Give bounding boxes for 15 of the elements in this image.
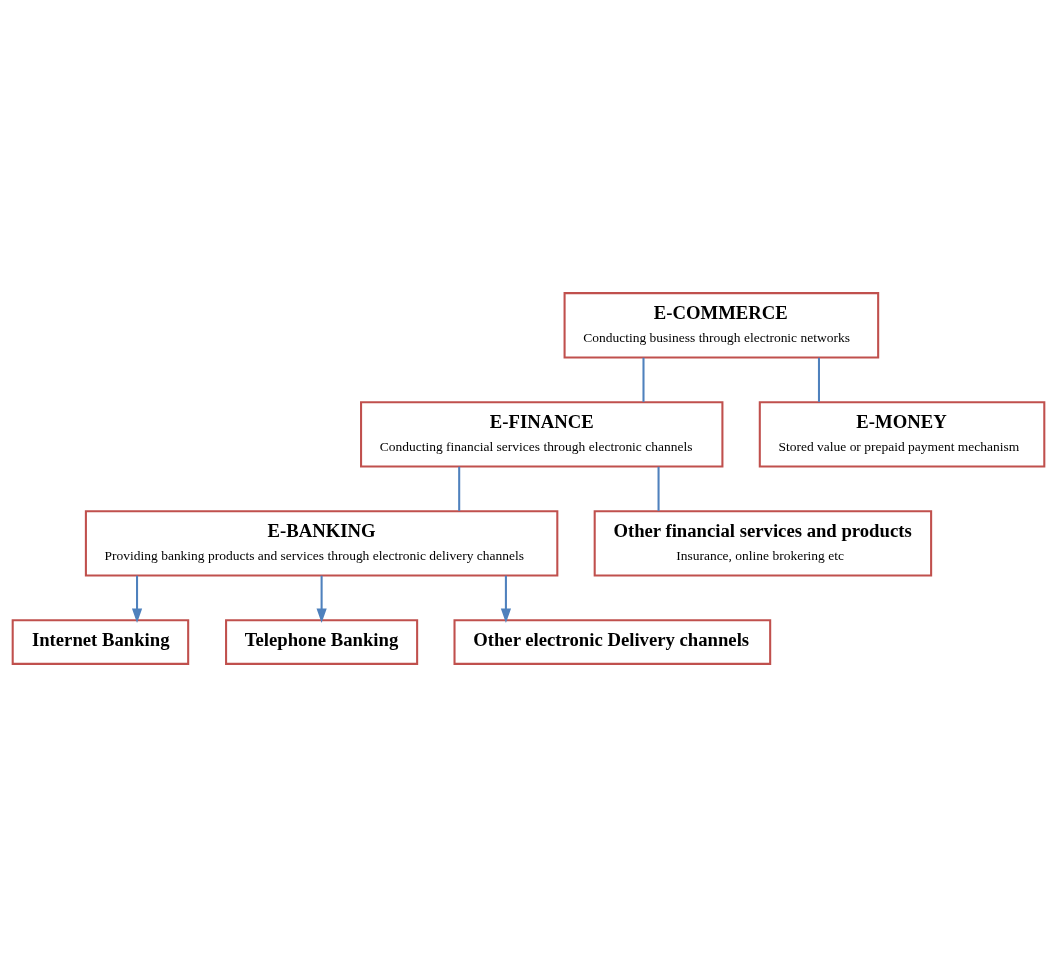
node-box: E-FINANCE Conducting financial services through electronic channels	[360, 401, 724, 468]
arrow	[316, 575, 327, 624]
node-box: E-COMMERCE Conducting business through electronic networks	[563, 292, 880, 359]
connector	[458, 466, 461, 511]
node-box: Telephone Banking	[225, 619, 419, 665]
connector	[642, 357, 645, 402]
node-box: E-MONEY Stored value or prepaid payment mechanism	[758, 401, 1046, 468]
arrow	[131, 575, 143, 624]
node-box: Internet Banking	[11, 619, 190, 665]
node-box: Other electronic Delivery channels	[453, 619, 772, 665]
node-box: Other financial services and products Insurance, online brokering etc	[593, 510, 933, 577]
node-box: E-BANKING Providing banking products and services through electronic delivery channels	[84, 510, 559, 577]
arrow	[500, 575, 511, 624]
connector	[817, 357, 820, 402]
connector	[657, 466, 660, 511]
